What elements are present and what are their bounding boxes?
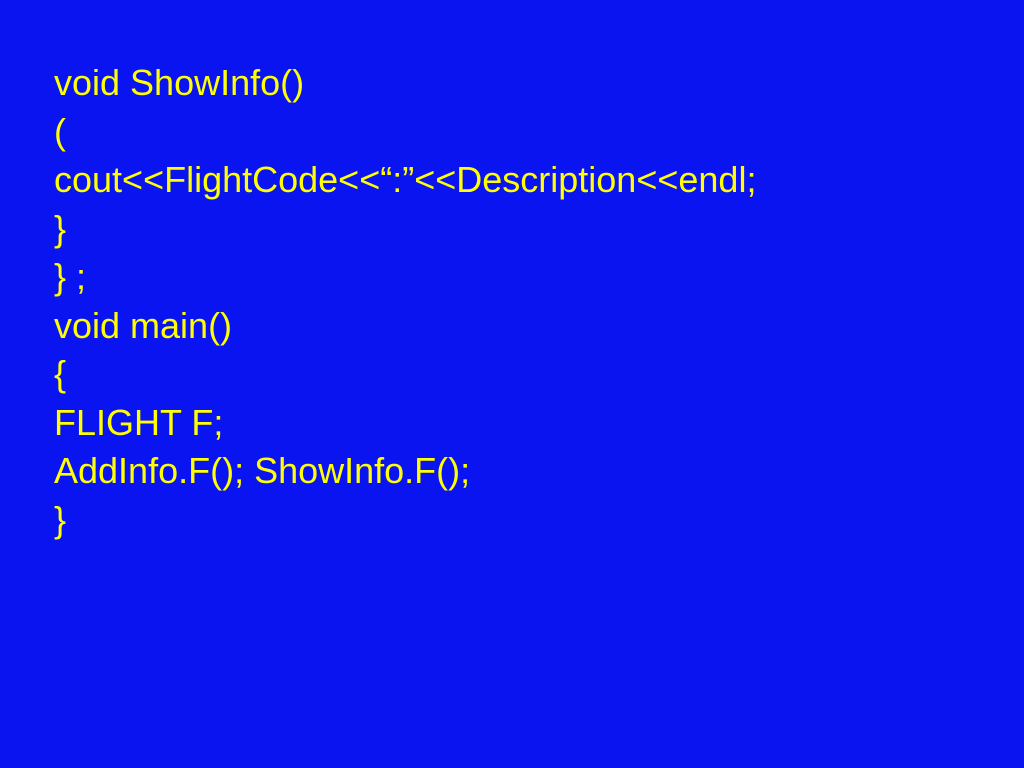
code-line-main-signature: void main() (54, 304, 233, 346)
code-block: void ShowInfo() ( cout<<FlightCode<<“:”<… (54, 59, 756, 544)
code-line-flight-declaration: FLIGHT F; (54, 401, 224, 443)
code-line-close-brace: } (54, 207, 67, 249)
code-line-main-close-brace: } (54, 498, 67, 540)
code-line-cout-statement: cout<<FlightCode<<“:”<<Description<<endl… (54, 159, 757, 200)
code-line-function-calls: AddInfo.F(); ShowInfo.F(); (54, 450, 471, 491)
code-line-open-paren: ( (54, 110, 66, 152)
code-line-showinfo-signature: void ShowInfo() (54, 62, 305, 103)
code-line-main-open-brace: { (54, 353, 67, 394)
code-line-class-end: } ; (54, 256, 87, 297)
